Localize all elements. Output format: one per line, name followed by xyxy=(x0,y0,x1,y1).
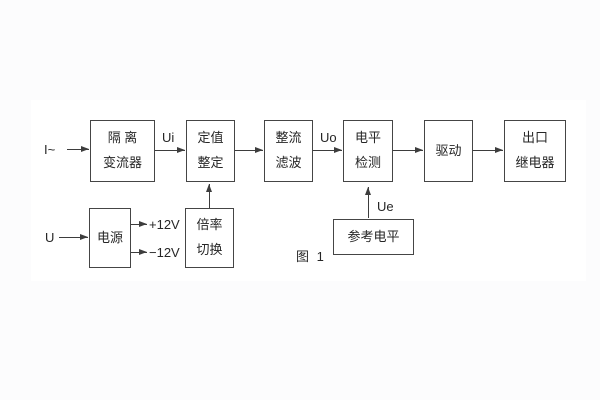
arrow-drive-to-relay-icon xyxy=(473,147,503,153)
block-output-relay-line1: 出口 xyxy=(521,130,548,146)
block-power-supply: 电源 xyxy=(89,208,131,268)
block-ratio-switch: 倍率 切换 xyxy=(185,208,234,268)
signal-minus12v-label: −12V xyxy=(149,245,180,260)
block-reference-level: 参考电平 xyxy=(333,219,414,255)
block-level-detect: 电平 检测 xyxy=(343,120,393,182)
signal-uo-label: Uo xyxy=(320,130,337,145)
block-setting-adjust: 定值 整定 xyxy=(186,120,235,182)
arrow-ratio-to-setting-icon xyxy=(206,184,212,208)
block-ratio-switch-line1: 倍率 xyxy=(196,217,223,233)
arrow-input-current-icon xyxy=(67,146,89,152)
input-current-label: I~ xyxy=(44,142,56,157)
block-ratio-switch-line2: 切换 xyxy=(196,242,223,257)
block-isolation-transformer-line2: 变流器 xyxy=(102,155,142,170)
block-rectify-filter-line2: 滤波 xyxy=(275,155,302,170)
block-setting-adjust-line1: 定值 xyxy=(197,130,224,146)
signal-plus12v-label: +12V xyxy=(149,217,180,232)
arrow-power-plus12v-icon xyxy=(131,221,147,227)
block-level-detect-line2: 检测 xyxy=(354,155,381,170)
input-voltage-label: U xyxy=(45,230,55,245)
signal-ui-label: Ui xyxy=(162,130,175,145)
arrow-level-to-drive-icon xyxy=(393,147,423,153)
arrow-power-minus12v-icon xyxy=(131,249,147,255)
block-isolation-transformer-line1: 隔 离 xyxy=(107,130,138,146)
block-output-relay-line2: 继电器 xyxy=(515,155,555,170)
signal-ue-label: Ue xyxy=(377,199,394,214)
arrow-reference-to-level-icon xyxy=(365,187,371,218)
block-setting-adjust-line2: 整定 xyxy=(197,155,224,170)
block-isolation-transformer: 隔 离 变流器 xyxy=(90,120,155,182)
block-drive: 驱动 xyxy=(424,120,473,182)
arrow-rectify-to-level-icon xyxy=(313,147,342,153)
block-level-detect-line1: 电平 xyxy=(354,130,381,146)
block-rectify-filter: 整流 滤波 xyxy=(264,120,313,182)
arrow-setting-to-rectify-icon xyxy=(235,147,263,153)
block-power-supply-label: 电源 xyxy=(96,229,123,245)
block-rectify-filter-line1: 整流 xyxy=(275,130,302,146)
block-output-relay: 出口 继电器 xyxy=(504,120,566,182)
block-reference-level-label: 参考电平 xyxy=(347,228,400,244)
arrow-isolation-to-setting-icon xyxy=(155,147,185,153)
block-drive-label: 驱动 xyxy=(435,142,462,158)
arrow-input-voltage-icon xyxy=(59,234,88,240)
figure-caption: 图 1 xyxy=(296,249,326,264)
